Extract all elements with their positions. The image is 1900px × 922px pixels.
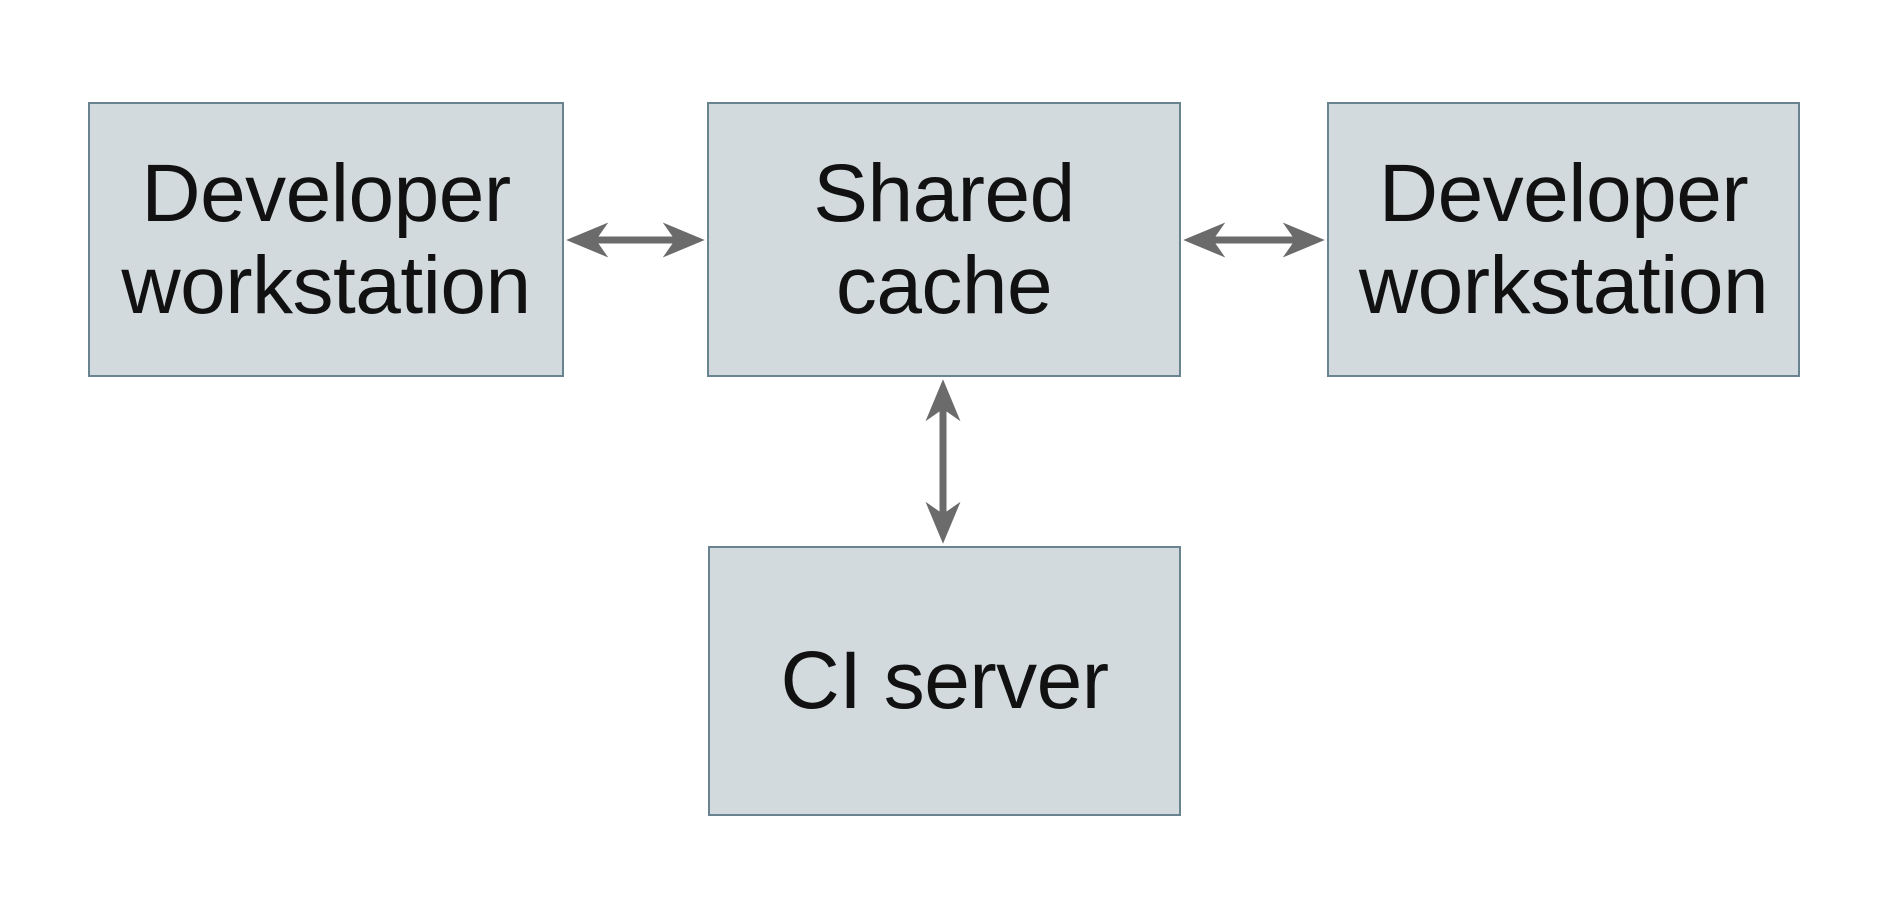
- node-developer-workstation-left: Developer workstation: [88, 102, 564, 377]
- node-shared-cache: Shared cache: [707, 102, 1181, 377]
- node-ci-server: CI server: [708, 546, 1181, 816]
- node-label-developer-workstation-left: Developer workstation: [121, 147, 531, 331]
- node-developer-workstation-right: Developer workstation: [1327, 102, 1800, 377]
- node-label-developer-workstation-right: Developer workstation: [1358, 147, 1769, 331]
- node-label-shared-cache: Shared cache: [813, 147, 1075, 331]
- node-label-ci-server: CI server: [780, 635, 1109, 726]
